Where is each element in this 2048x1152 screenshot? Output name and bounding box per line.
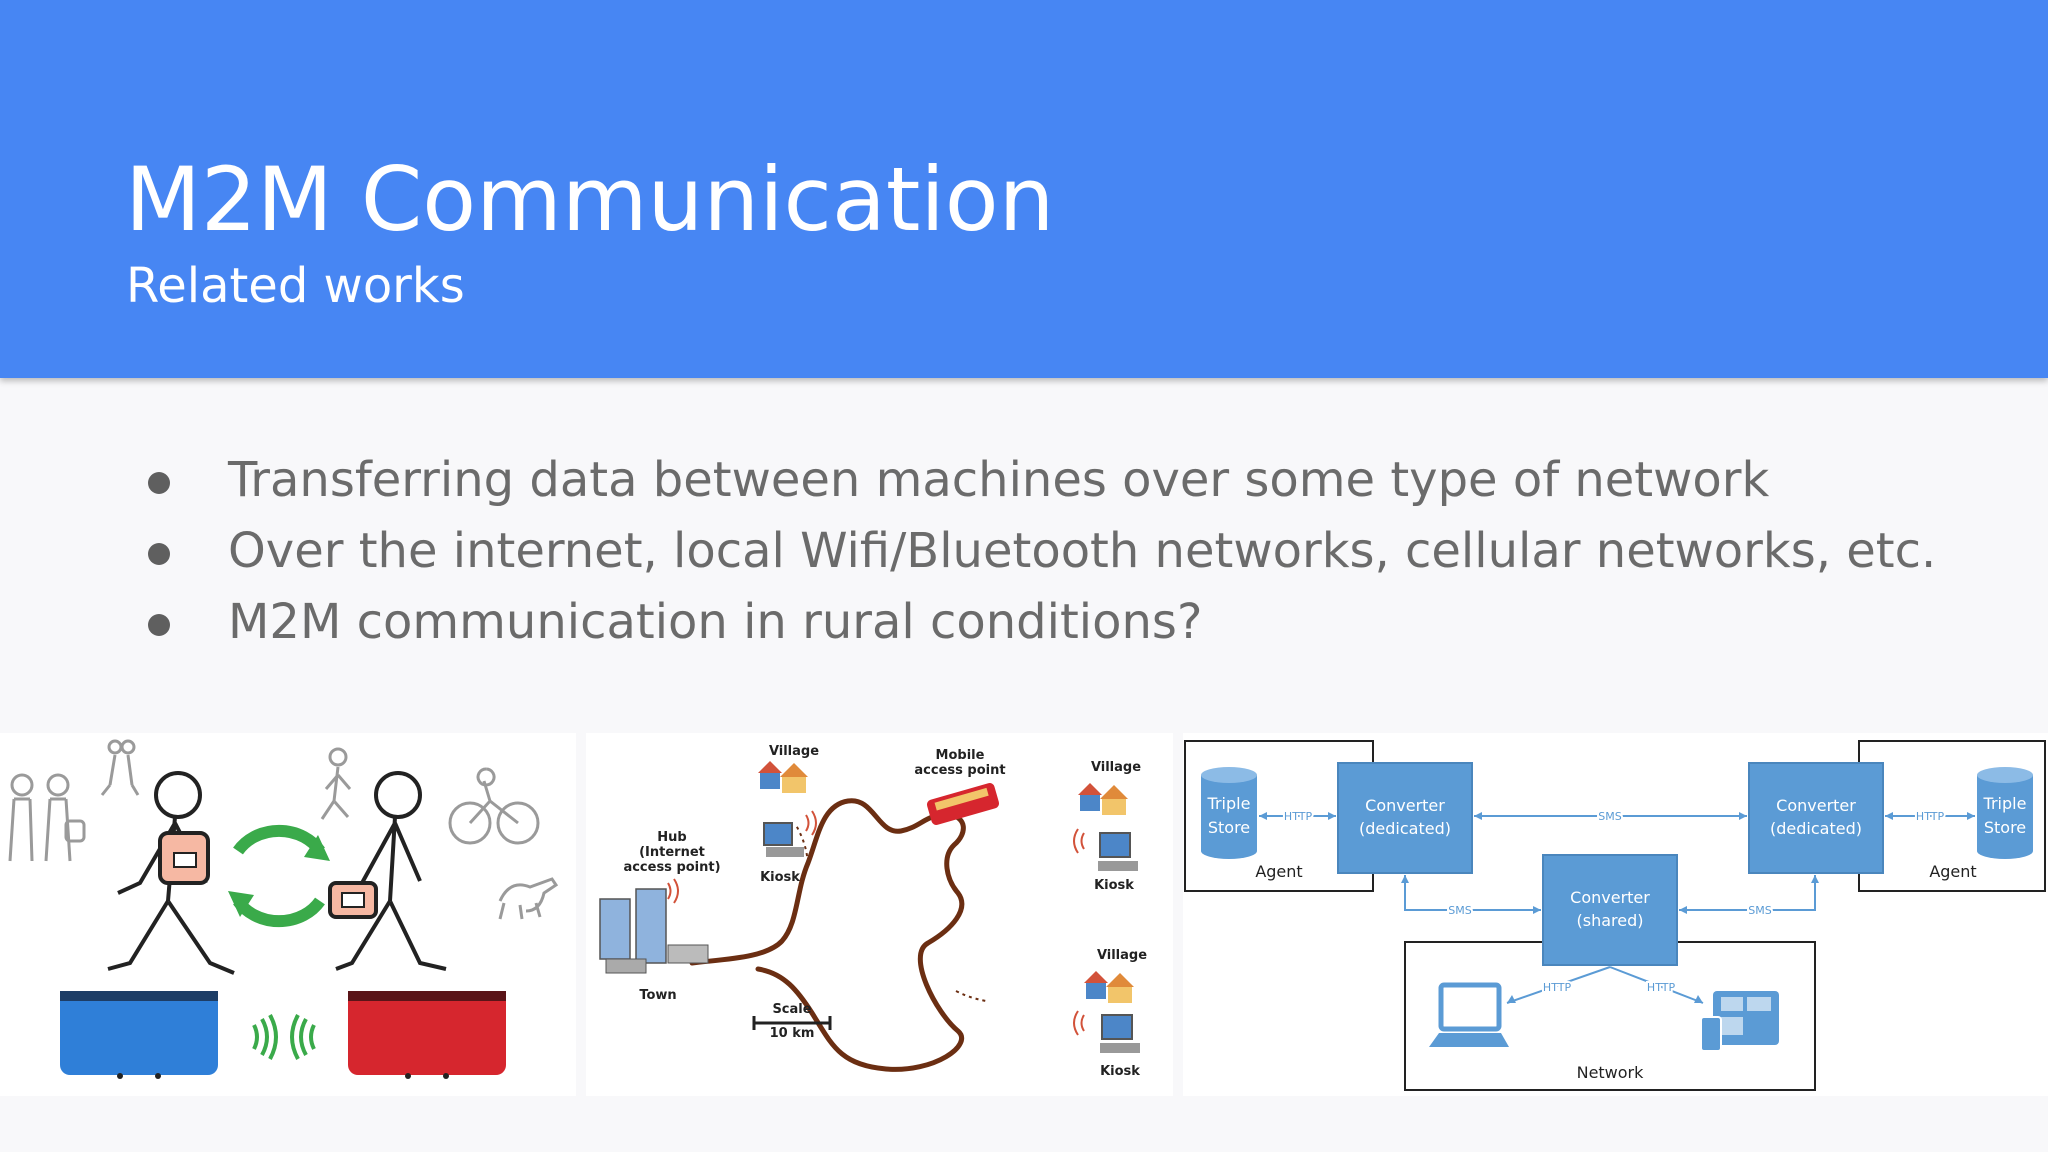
converter-dedicated-left xyxy=(1337,762,1473,874)
http-label: HTTP xyxy=(1284,810,1313,823)
bullet-list: Transferring data between machines over … xyxy=(145,445,1936,658)
kiosk-computer-icon xyxy=(763,822,804,857)
http-label: HTTP xyxy=(1916,810,1945,823)
town-buildings-icon xyxy=(599,888,709,974)
converter-type-label: (shared) xyxy=(1577,911,1644,930)
scale-value-label: 10 km xyxy=(770,1026,815,1041)
bullet-dot-icon xyxy=(148,543,170,565)
kiosk-computer-icon xyxy=(1098,832,1138,871)
kiosk-computer-icon xyxy=(1100,1014,1140,1053)
bullet-text: Transferring data between machines over … xyxy=(228,452,1770,508)
wireless-signal-icon xyxy=(252,1014,316,1060)
kiosk-label: Kiosk xyxy=(1094,878,1134,893)
blue-console-icon xyxy=(60,991,218,1079)
hub-access-point-label: access point) xyxy=(623,860,720,875)
bystanders-icon xyxy=(8,739,559,920)
hub-label: Hub xyxy=(657,830,686,845)
walking-person-icon xyxy=(328,771,447,971)
village-label: Village xyxy=(1091,760,1141,775)
red-console-icon xyxy=(348,991,506,1079)
sms-label: SMS xyxy=(1748,904,1771,917)
triple-store-label: Store xyxy=(1984,818,2026,837)
triple-store-label: Triple xyxy=(1207,794,1251,813)
agent-label: Agent xyxy=(1255,862,1302,881)
converter-label: Converter xyxy=(1570,888,1650,907)
road-path xyxy=(689,798,966,1072)
sms-connector-left xyxy=(1404,875,1541,911)
walking-person-icon xyxy=(107,771,235,975)
http-label: HTTP xyxy=(1647,981,1676,994)
town-label: Town xyxy=(639,988,676,1003)
triple-store-label: Store xyxy=(1208,818,1250,837)
kiosk-label: Kiosk xyxy=(1100,1064,1140,1079)
village-label: Village xyxy=(1097,948,1147,963)
wireless-signal-icon xyxy=(1073,828,1085,854)
converter-label: Converter xyxy=(1776,796,1856,815)
converter-shared xyxy=(1542,854,1678,966)
access-point-label: access point xyxy=(914,763,1005,778)
triple-store-left-icon xyxy=(1201,767,1257,859)
hub-internet-label: (Internet xyxy=(639,845,705,860)
bullet-dot-icon xyxy=(148,614,170,636)
bullet-item: Transferring data between machines over … xyxy=(145,445,1936,516)
bullet-item: M2M communication in rural conditions? xyxy=(145,587,1936,658)
converter-architecture-diagram: Triple Store Converter (dedicated) Conve… xyxy=(1183,733,2048,1096)
bullet-text: M2M communication in rural conditions? xyxy=(228,594,1203,650)
http-connector-laptop xyxy=(1506,966,1611,1004)
village-houses-icon xyxy=(1084,971,1134,1003)
wireless-signal-icon xyxy=(805,810,817,836)
bullet-dot-icon xyxy=(148,472,170,494)
laptop-icon xyxy=(1429,982,1509,1047)
scale-bar xyxy=(752,1016,832,1030)
converter-dedicated-right xyxy=(1748,762,1884,874)
exchange-arrows-icon xyxy=(233,824,325,928)
streetpass-illustration xyxy=(0,733,576,1096)
sms-label: SMS xyxy=(1598,810,1621,823)
triple-store-label: Triple xyxy=(1983,794,2027,813)
agent-label: Agent xyxy=(1929,862,1976,881)
sms-label: SMS xyxy=(1448,904,1471,917)
sms-connector-right xyxy=(1679,875,1816,911)
slide-title: M2M Communication xyxy=(125,148,1055,251)
http-connector-devices xyxy=(1609,966,1704,1004)
bullet-item: Over the internet, local Wifi/Bluetooth … xyxy=(145,516,1936,587)
village-houses-icon xyxy=(1078,783,1128,815)
http-label: HTTP xyxy=(1543,981,1572,994)
bullet-text: Over the internet, local Wifi/Bluetooth … xyxy=(228,523,1937,579)
rural-network-map: Village Kiosk Mobile access point Villag… xyxy=(586,733,1173,1096)
wireless-signal-icon xyxy=(667,878,679,904)
converter-type-label: (dedicated) xyxy=(1359,819,1451,838)
scale-label: Scale xyxy=(772,1002,811,1017)
converter-type-label: (dedicated) xyxy=(1770,819,1862,838)
mobile-devices-icon xyxy=(1700,991,1779,1052)
mobile-bus-icon xyxy=(926,783,1000,825)
kiosk-label: Kiosk xyxy=(760,870,800,885)
mobile-label: Mobile xyxy=(936,748,985,763)
converter-label: Converter xyxy=(1365,796,1445,815)
village-houses-icon xyxy=(758,761,808,793)
wireless-signal-icon xyxy=(1073,1010,1085,1036)
triple-store-right-icon xyxy=(1977,767,2033,859)
slide-subtitle: Related works xyxy=(126,258,465,314)
network-label: Network xyxy=(1577,1063,1645,1082)
village-label: Village xyxy=(769,744,819,759)
title-bar: M2M Communication Related works xyxy=(0,0,2048,378)
